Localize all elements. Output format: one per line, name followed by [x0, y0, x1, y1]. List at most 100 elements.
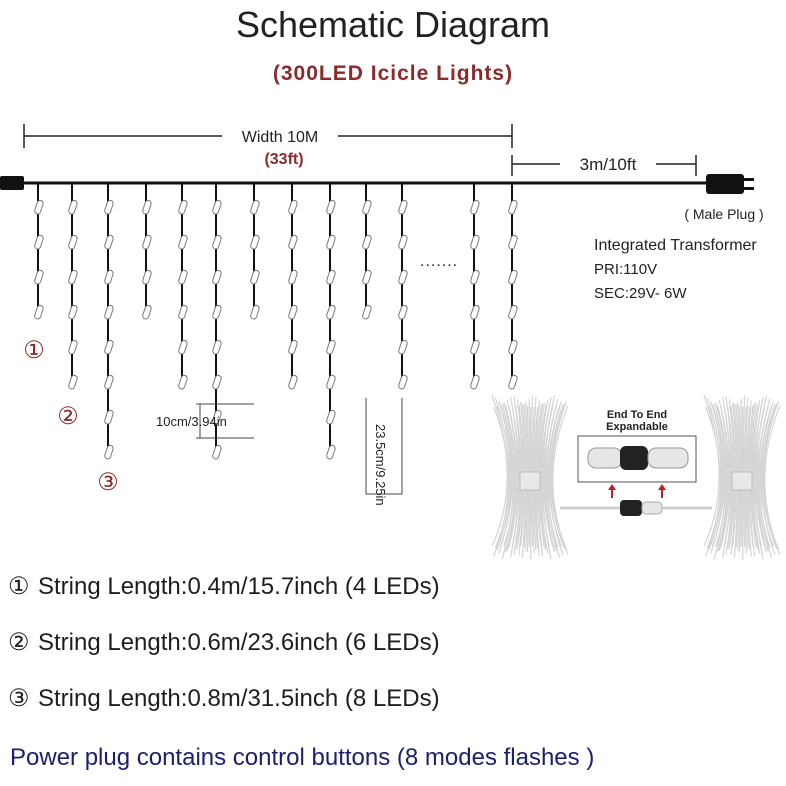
led-bulb	[68, 339, 78, 355]
led-bulb	[398, 234, 408, 250]
led-bulb	[362, 269, 372, 285]
icicle-strand	[34, 183, 44, 320]
icicle-strands	[34, 183, 518, 460]
strand-ellipsis: .......	[420, 253, 458, 270]
led-bulb	[326, 374, 336, 390]
led-bulb	[142, 234, 152, 250]
spec-text: String Length:0.4m/15.7inch (4 LEDs)	[38, 573, 440, 600]
led-bulb	[104, 269, 114, 285]
icicle-strand	[142, 183, 152, 320]
width-label-ft: (33ft)	[264, 151, 303, 168]
led-bulb	[326, 199, 336, 215]
led-bulb	[34, 234, 44, 250]
led-bulb	[326, 409, 336, 425]
led-bulb	[398, 374, 408, 390]
led-bulb	[288, 269, 298, 285]
led-bulb	[68, 304, 78, 320]
led-bulb	[68, 269, 78, 285]
led-bulb	[104, 199, 114, 215]
led-bulb	[178, 269, 188, 285]
led-bulb	[508, 234, 518, 250]
led-bulb	[288, 374, 298, 390]
icicle-strand	[68, 183, 78, 390]
icicle-strand	[398, 183, 408, 390]
led-bulb	[250, 269, 260, 285]
led-bulb	[178, 234, 188, 250]
led-bulb	[398, 339, 408, 355]
led-bulb	[326, 304, 336, 320]
led-bulb	[178, 304, 188, 320]
led-bulb	[470, 339, 480, 355]
led-bulb	[104, 304, 114, 320]
led-bulb	[68, 234, 78, 250]
lead-label: 3m/10ft	[580, 155, 637, 174]
led-bulb	[470, 269, 480, 285]
led-bulb	[288, 234, 298, 250]
led-bundle-right	[703, 394, 781, 560]
male-plug-icon	[706, 174, 754, 194]
icicle-strand	[288, 183, 298, 390]
led-bulb	[508, 199, 518, 215]
led-bulb	[508, 339, 518, 355]
led-bulb	[212, 444, 222, 460]
led-bundle-left	[491, 394, 569, 560]
led-bulb	[508, 374, 518, 390]
led-bulb	[142, 269, 152, 285]
led-bulb	[34, 304, 44, 320]
led-bulb	[470, 304, 480, 320]
led-bulb	[362, 304, 372, 320]
led-bulb	[104, 374, 114, 390]
strand-marker-2: ②	[57, 403, 79, 430]
spec-number: ②	[8, 629, 30, 656]
icicle-strand	[104, 183, 114, 460]
led-bulb	[212, 304, 222, 320]
lead-dimension: 3m/10ft	[511, 155, 697, 176]
transformer-title: Integrated Transformer	[594, 237, 757, 254]
end-cap	[0, 176, 24, 190]
icicle-strand	[178, 183, 188, 390]
spec-text: String Length:0.8m/31.5inch (8 LEDs)	[38, 685, 440, 712]
led-bulb	[104, 409, 114, 425]
led-bulb	[34, 199, 44, 215]
led-bulb	[250, 234, 260, 250]
led-bulb	[104, 444, 114, 460]
page-subtitle: (300LED Icicle Lights)	[272, 62, 514, 85]
width-label: Width 10M	[242, 129, 318, 146]
inset-title-line2: Expandable	[606, 421, 668, 433]
led-bulb	[508, 269, 518, 285]
led-bulb	[470, 234, 480, 250]
male-plug-label: ( Male Plug )	[684, 206, 763, 222]
led-bulb	[362, 234, 372, 250]
led-bulb	[178, 339, 188, 355]
led-bulb	[212, 199, 222, 215]
led-bulb	[212, 339, 222, 355]
led-bulb	[362, 199, 372, 215]
gap-label: 23.5cm/9.25in	[373, 424, 388, 506]
led-bulb	[470, 374, 480, 390]
led-bulb	[398, 304, 408, 320]
inset-title-line1: End To End	[607, 409, 667, 421]
led-bulb	[326, 444, 336, 460]
led-bulb	[142, 199, 152, 215]
icicle-strand	[470, 183, 480, 390]
spacing-indicator	[196, 403, 254, 439]
icicle-strand	[326, 183, 336, 460]
icicle-strand	[508, 183, 518, 390]
spacing-label: 10cm/3.94in	[156, 414, 227, 429]
led-bulb	[508, 304, 518, 320]
led-bulb	[470, 199, 480, 215]
led-bulb	[212, 234, 222, 250]
icicle-strand	[250, 183, 260, 320]
transformer-pri: PRI:110V	[594, 261, 657, 278]
led-bulb	[142, 304, 152, 320]
led-bulb	[288, 304, 298, 320]
led-bulb	[398, 269, 408, 285]
led-bulb	[212, 374, 222, 390]
led-bulb	[68, 199, 78, 215]
led-bulb	[178, 374, 188, 390]
led-bulb	[250, 304, 260, 320]
footer-note: Power plug contains control buttons (8 m…	[10, 744, 595, 771]
